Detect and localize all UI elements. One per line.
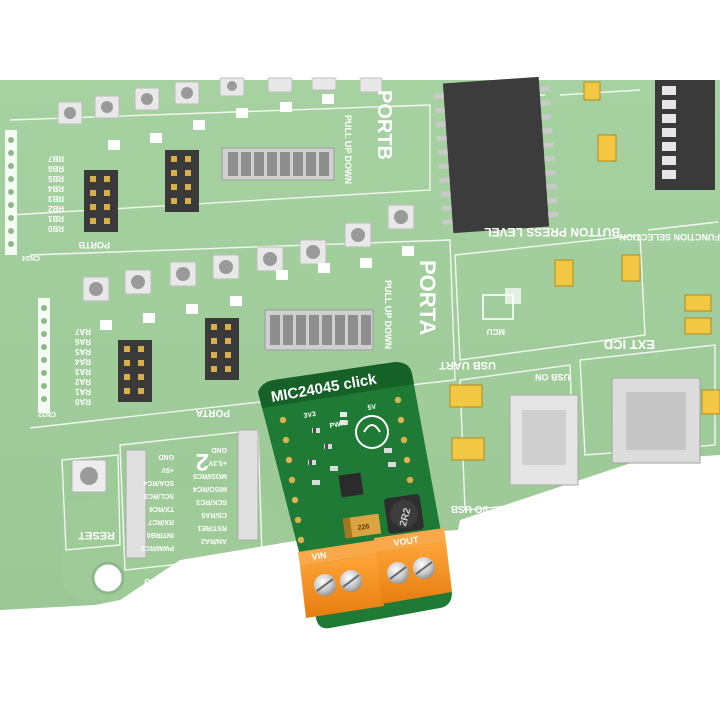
mic24045-click-board: [258, 362, 452, 629]
mikrobus-right-label: PWM/RC1: [141, 544, 174, 551]
label-cn22: CN22: [38, 410, 56, 417]
label-usb-on: USB ON: [535, 372, 570, 382]
portb-pin-label: RB4: [47, 184, 64, 193]
mikrobus-left-label: SCK/RC3: [196, 498, 227, 505]
label-portb: PORTB: [373, 90, 395, 160]
label-bus: BUS: [188, 562, 218, 578]
label-porta: PORTA: [415, 260, 440, 335]
mikrobus-left-label: GND: [211, 446, 227, 453]
tantalum-capacitor: [342, 513, 382, 539]
porta-buttons: [82, 204, 415, 330]
mcu-icon: [482, 288, 521, 320]
label-portb-bottom: PORTB: [78, 240, 110, 250]
pin-header-blocks: [84, 150, 239, 402]
mikrobus-right-label: +5V: [161, 466, 174, 473]
portb-pin-label: RB7: [47, 154, 64, 163]
porta-pin-label: RA7: [74, 327, 91, 336]
portb-pin-labels: RB0 RB1 RB2 RB3 RB4 RB5 RB6 RB7: [47, 154, 64, 233]
mikrobus-left-label: RST/RE1: [197, 524, 227, 531]
porta-pin-label: RA6: [74, 337, 91, 346]
mikrobus-right-label: INT/RB0: [147, 531, 174, 538]
microcontroller-chip: [433, 76, 559, 234]
label-io-usb: I/O USB: [451, 503, 488, 514]
label-pull-up-down-a: PULL UP DOWN: [383, 280, 393, 349]
click-3v3-label: 3V3: [303, 411, 317, 420]
mikrobus-right-label: RX/RC7: [148, 518, 174, 525]
label-cn24: CN24: [22, 254, 40, 261]
porta-pin-label: RA1: [74, 387, 91, 396]
mikrobus-right-label: SCL/RC3: [144, 492, 174, 499]
board-silkscreen: PORTB PORTA PORTB PORTA BUTTON PRESS LEV…: [22, 90, 720, 588]
porta-pin-label: RA0: [74, 397, 91, 406]
portb-buttons: [57, 77, 383, 150]
mounting-hole: [91, 561, 125, 595]
development-board: [0, 76, 720, 610]
mikrobus-right-label: SDA/RC4: [143, 479, 174, 486]
label-mcu: MCU: [487, 327, 505, 336]
click-vout-label: VOUT: [393, 535, 420, 548]
label-pull-up-down-b: PULL UP DOWN: [343, 115, 353, 184]
porta-pin-labels: RA0 RA1 RA2 RA3 RA4 RA5 RA6 RA7: [74, 327, 91, 406]
ext-icd-connector: [611, 377, 701, 464]
reset-button: [71, 459, 107, 493]
portb-pin-label: RB5: [47, 174, 64, 183]
portb-pin-label: RB6: [47, 164, 64, 173]
label-ext-icd: EXT ICD: [604, 337, 655, 352]
click-logo: [355, 415, 389, 449]
dip-switch-right: [655, 80, 715, 190]
portb-pin-label: RB3: [47, 194, 64, 203]
label-reset: RESET: [78, 529, 115, 541]
mikrobus-labels: AN/RA2 RST/RE1 CS/RA5 SCK/RC3 MISO/RC4 M…: [141, 446, 227, 551]
click-vin-label: VIN: [311, 550, 327, 562]
header-cn24: [5, 130, 17, 255]
porta-pin-label: RA2: [74, 377, 91, 386]
label-porta-bottom: PORTA: [196, 407, 230, 418]
terminal-block-vin: [298, 540, 384, 618]
label-mikro: mikro: [144, 576, 174, 588]
mikrobus-left-label: MISO/RC4: [193, 485, 227, 492]
mikrobus-socket: [125, 429, 259, 559]
click-5v-label: 5V: [367, 404, 377, 412]
click-pwr-label: PWR: [329, 420, 346, 430]
label-function-selection: FUNCTION SELECTION: [620, 232, 720, 242]
label-usb-uart: USB UART: [439, 359, 496, 371]
header-cn22: [38, 298, 50, 413]
portb-pin-label: RB0: [47, 224, 64, 233]
power-led: [340, 412, 347, 417]
usb-connector: [509, 394, 579, 486]
mikrobus-right-label: TX/RC6: [149, 505, 174, 512]
mikrobus-left-label: +3.3V: [208, 459, 227, 466]
label-mikrobus-num: 2: [196, 448, 209, 475]
porta-pin-label: RA4: [74, 357, 91, 366]
portb-pin-label: RB2: [47, 204, 64, 213]
dip-switch-portb: [221, 147, 335, 181]
terminal-block-vout: [374, 528, 452, 604]
inductor-marking: 2R2: [398, 507, 413, 528]
mic24045-chip: [338, 472, 364, 498]
dip-switch-porta: [264, 309, 374, 351]
capacitor-marking: 226: [357, 523, 370, 532]
inductor: [384, 494, 424, 534]
mikrobus-right-label: GND: [158, 453, 174, 460]
mikrobus-left-label: CS/RA5: [201, 511, 227, 518]
jumpers: [449, 81, 720, 461]
porta-pin-label: RA5: [74, 347, 91, 356]
porta-pin-label: RA3: [74, 367, 91, 376]
mikrobus-left-label: AN/RA2: [201, 537, 227, 544]
mikrobus-left-label: MOSI/RC5: [193, 472, 227, 479]
label-button-press-level: BUTTON PRESS LEVEL: [484, 225, 620, 239]
portb-pin-label: RB1: [47, 214, 64, 223]
